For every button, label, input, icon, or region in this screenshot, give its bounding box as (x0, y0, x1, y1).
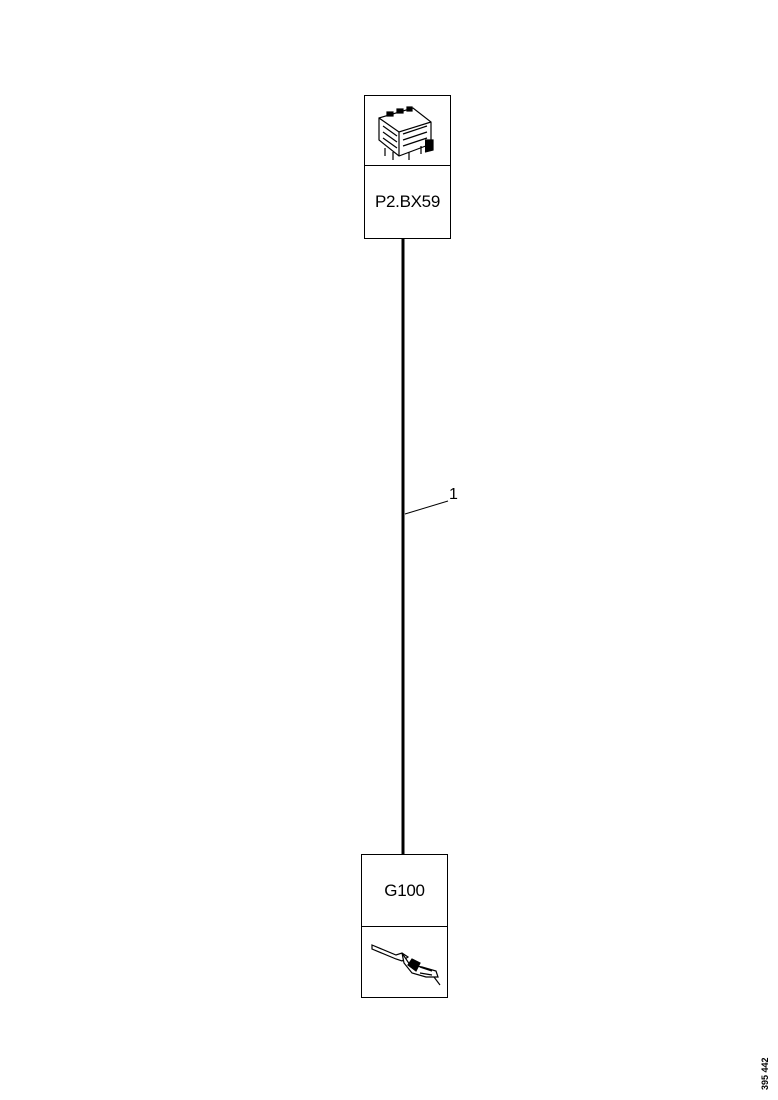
connector-bottom-label: G100 (362, 855, 447, 927)
wire-callout-leader (404, 500, 449, 515)
ground-terminal-icon (371, 944, 441, 986)
connector-top-label: P2.BX59 (374, 192, 440, 211)
connector-bottom-image-cell (362, 927, 447, 997)
document-number: 395 442 (760, 1057, 770, 1090)
multi-pin-connector-icon (378, 106, 434, 160)
connector-bottom[interactable]: G100 (361, 854, 448, 998)
connector-top-image-cell (365, 96, 450, 166)
wire-number-label: 1 (449, 486, 458, 503)
connector-top[interactable]: P2.BX59 (364, 95, 451, 239)
